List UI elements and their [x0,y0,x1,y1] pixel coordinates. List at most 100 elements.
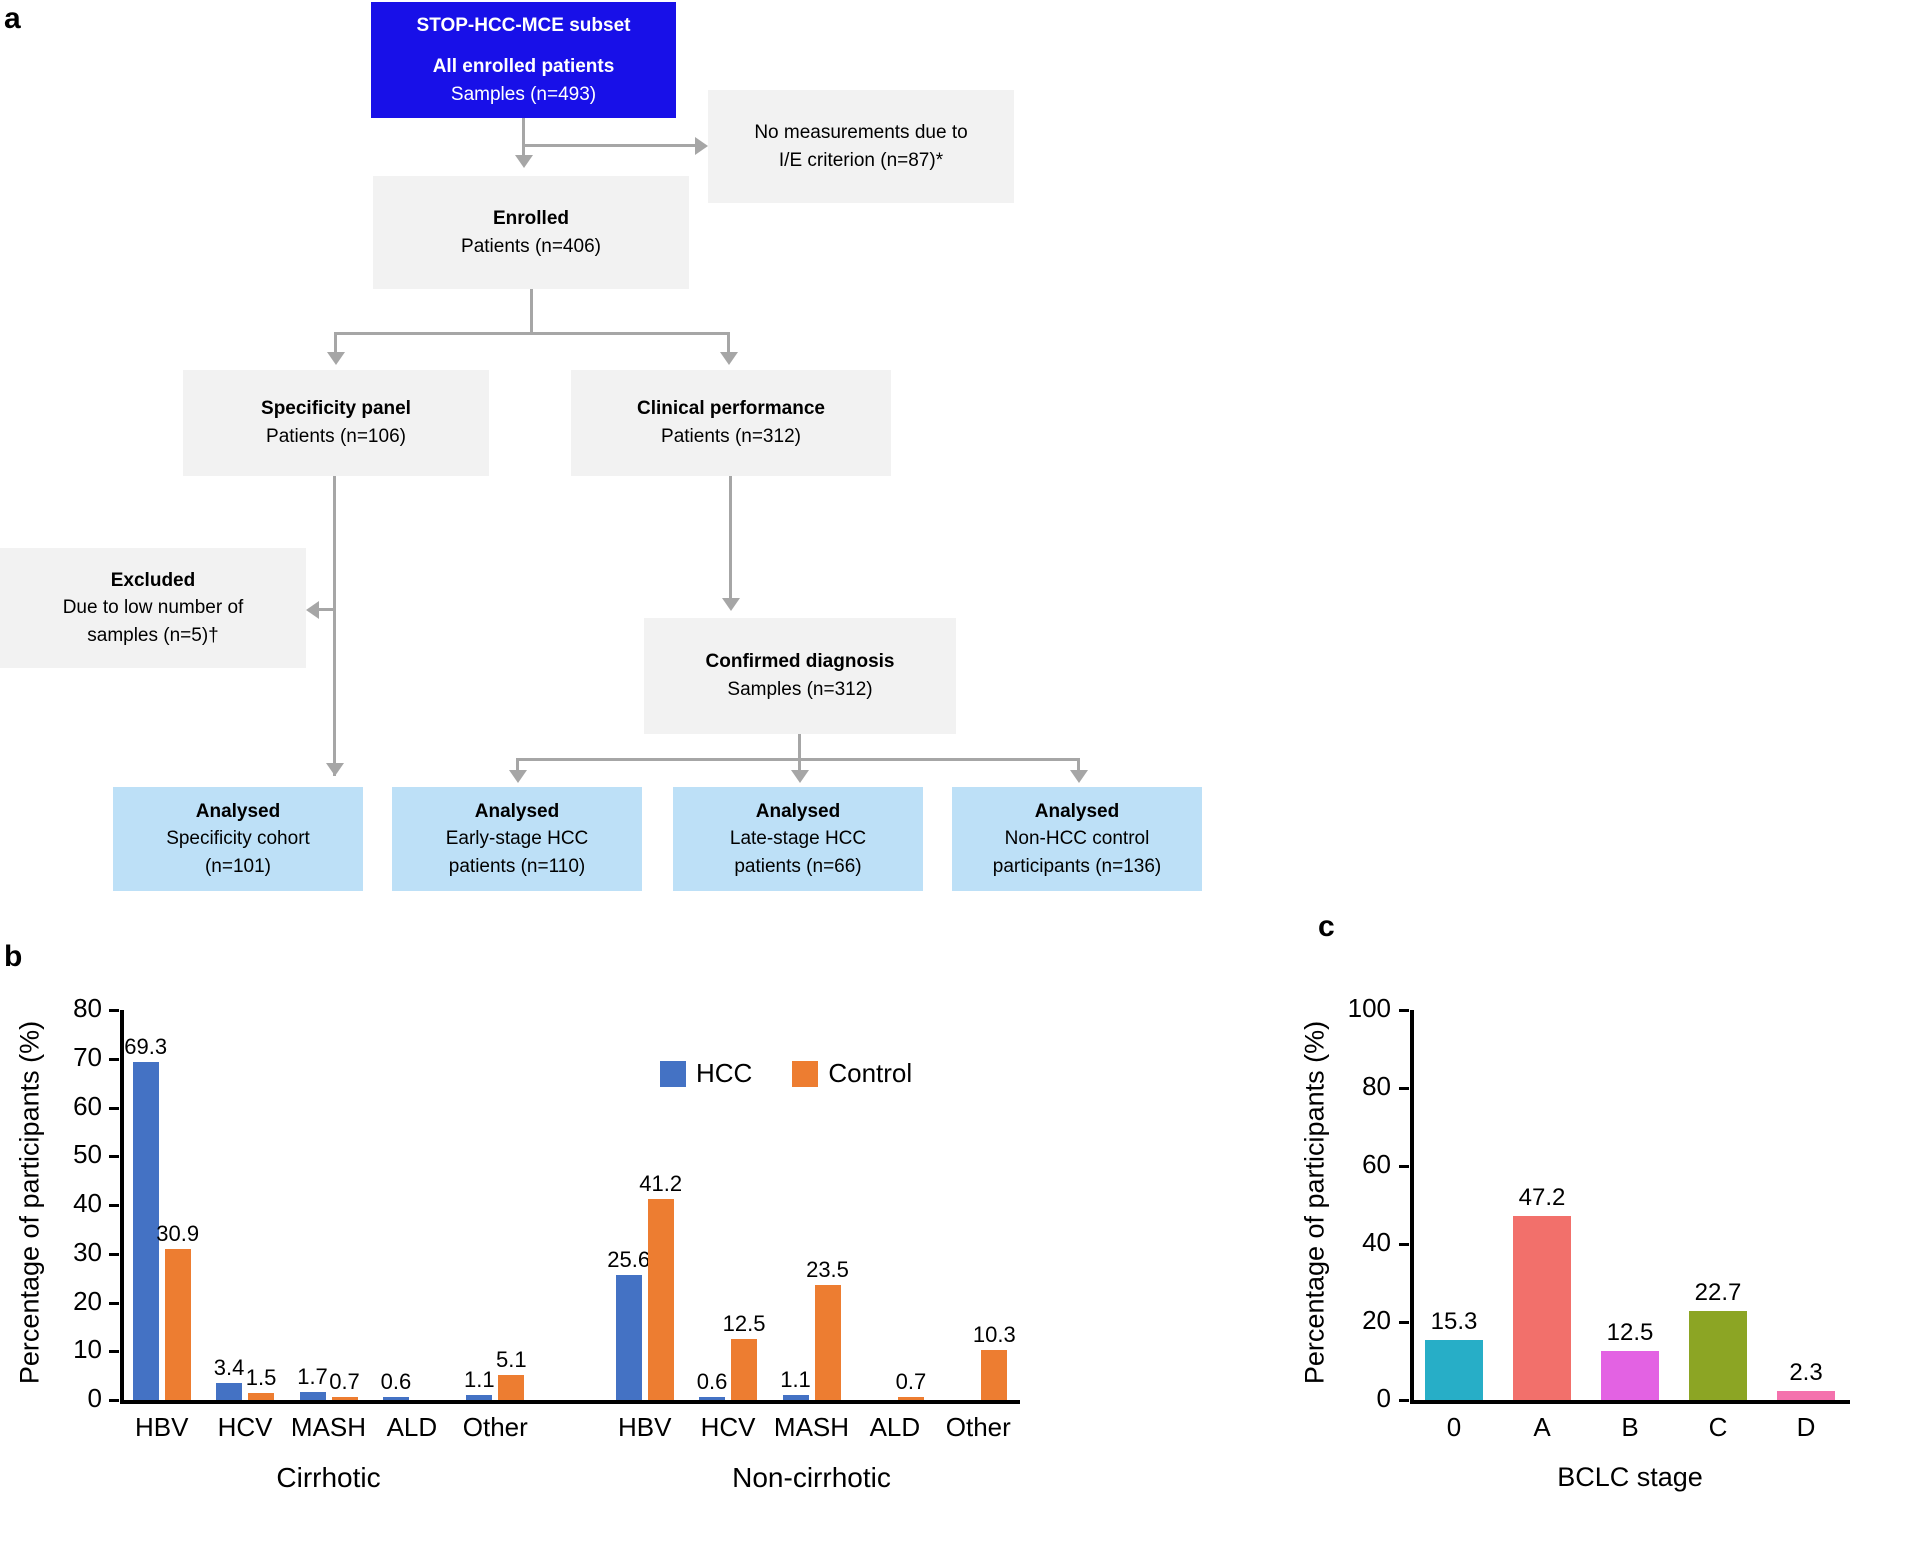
category-label-Other-9: Other [945,1412,1011,1442]
y-tick-b [109,1399,119,1402]
y-tick-c [1399,1087,1409,1090]
bar-value-label: 41.2 [639,1171,683,1197]
legend-item-control: Control [792,1058,912,1089]
flow-box-analysed-control-line3: participants (n=136) [992,855,1162,877]
bar-value-label-stage-A: 47.2 [1518,1183,1566,1211]
flow-box-clinical-performance-title: Clinical performance [637,398,825,420]
bar-value-label: 0.6 [696,1369,728,1395]
flow-box-no-measurements: No measurements due to I/E criterion (n=… [708,90,1014,203]
bar-stage-0 [1425,1340,1483,1400]
connector-enrolled-down [530,289,533,334]
legend-label-control: Control [828,1058,913,1088]
bar-hcc-ALD-3 [382,1397,409,1400]
bar-value-label: 1.1 [464,1366,495,1392]
bar-value-label: 23.5 [806,1257,849,1283]
bar-stage-A [1513,1215,1571,1400]
flow-box-no-measurements-line2: I/E criterion (n=87)* [778,149,944,171]
bar-value-label: 69.3 [124,1034,168,1060]
category-label-ALD-3: ALD [386,1412,438,1442]
flow-box-analysed-specificity-line3: (n=101) [204,855,272,877]
bar-value-label-stage-B: 12.5 [1606,1319,1654,1347]
legend-swatch-hcc [660,1060,686,1087]
flow-box-no-measurements-line1: No measurements due to [754,121,968,143]
flow-box-specificity-panel: Specificity panel Patients (n=106) [183,370,489,476]
connector-left-branch [334,332,337,356]
y-axis-line-b [120,1010,124,1400]
bar-value-label-stage-D: 2.3 [1789,1359,1823,1387]
legend-swatch-control [792,1060,819,1087]
bar-control-ALD-8 [897,1396,924,1400]
arrow-to-no-measurements [695,137,708,155]
y-tick-label-b: 10 [73,1334,102,1365]
category-label-MASH-2: MASH [290,1412,367,1442]
flow-box-analysed-specificity: Analysed Specificity cohort (n=101) [113,787,363,891]
category-label-stage-C: C [1708,1412,1728,1442]
flow-box-source-line2: All enrolled patients [432,56,615,78]
y-tick-label-b: 20 [73,1285,102,1316]
flow-box-analysed-late-line2: Late-stage HCC [729,828,867,850]
category-label-stage-A: A [1533,1412,1551,1442]
y-tick-b [109,1106,119,1110]
flow-box-analysed-early-title: Analysed [474,800,560,822]
flow-box-excluded-line3: samples (n=5)† [87,624,219,646]
bar-control-Other-4 [498,1375,525,1400]
y-tick-label-b: 40 [73,1188,102,1218]
category-label-HCV-1: HCV [217,1412,273,1442]
arrow-to-confirmed-diagnosis [722,598,740,611]
arrow-to-clinical-performance [720,352,738,365]
bar-hcc-MASH-2 [299,1391,326,1400]
group-label-cirrhotic: Cirrhotic [276,1462,381,1493]
flow-box-clinical-performance: Clinical performance Patients (n=312) [571,370,891,476]
flow-box-analysed-specificity-title: Analysed [195,800,281,822]
y-tick-c [1399,1321,1409,1324]
category-label-HBV-5: HBV [617,1412,672,1442]
flow-box-analysed-early: Analysed Early-stage HCC patients (n=110… [392,787,642,891]
connector-branch-late [798,758,801,776]
bar-hcc-HCV-6 [699,1397,726,1400]
arrow-to-analysed-late [791,770,809,783]
flow-box-analysed-late-title: Analysed [755,800,841,822]
y-tick-label-c: 40 [1362,1227,1391,1257]
arrow-to-analysed-specificity [326,763,344,776]
flow-box-enrolled-sub: Patients (n=406) [461,235,601,257]
y-tick-label-c: 0 [1376,1383,1391,1413]
bar-hcc-HBV-0 [132,1062,159,1400]
panel-letter-c: c [1318,910,1335,943]
y-axis-title-b: Percentage of participants (%) [14,1020,45,1385]
y-tick-c [1399,1009,1409,1012]
y-axis-title-c: Percentage of participants (%) [1299,1020,1330,1385]
bar-hcc-HCV-1 [216,1383,243,1400]
y-tick-label-b: 30 [73,1236,102,1267]
y-tick-c [1399,1399,1409,1402]
connector-right-branch [727,332,730,356]
panel-letter-a: a [4,2,21,35]
connector-branch-early [516,758,519,776]
y-tick-label-b: 0 [87,1383,102,1413]
x-axis-line-c [1410,1400,1850,1404]
bar-stage-C [1689,1311,1747,1400]
flow-box-analysed-early-line3: patients (n=110) [448,855,586,877]
connector-branch-control [1077,758,1080,776]
flow-box-analysed-specificity-line2: Specificity cohort [166,828,310,850]
x-axis-title-c: BCLC stage [1557,1462,1703,1492]
connector-enrolled-split [334,332,730,335]
flow-box-enrolled: Enrolled Patients (n=406) [373,176,689,289]
arrow-to-specificity-panel [327,352,345,365]
flowchart-panel-a: STOP-HCC-MCE subset All enrolled patient… [0,0,1250,930]
bar-value-label: 1.7 [297,1363,328,1389]
y-tick-label-b: 50 [73,1139,102,1170]
y-tick-b [109,1252,119,1256]
y-tick-b [109,1301,119,1305]
x-axis-line-b [120,1400,1020,1404]
bar-value-label-stage-0: 15.3 [1430,1308,1478,1336]
bar-control-HBV-5 [647,1199,674,1400]
flow-box-analysed-control-line2: Non-HCC control [1004,828,1150,850]
flow-box-source-line3: Samples (n=493) [450,83,597,105]
bar-hcc-HBV-5 [615,1275,642,1400]
flow-box-confirmed-diagnosis: Confirmed diagnosis Samples (n=312) [644,618,956,734]
flow-box-analysed-early-line2: Early-stage HCC [445,828,589,850]
y-tick-label-b: 60 [73,1090,102,1121]
